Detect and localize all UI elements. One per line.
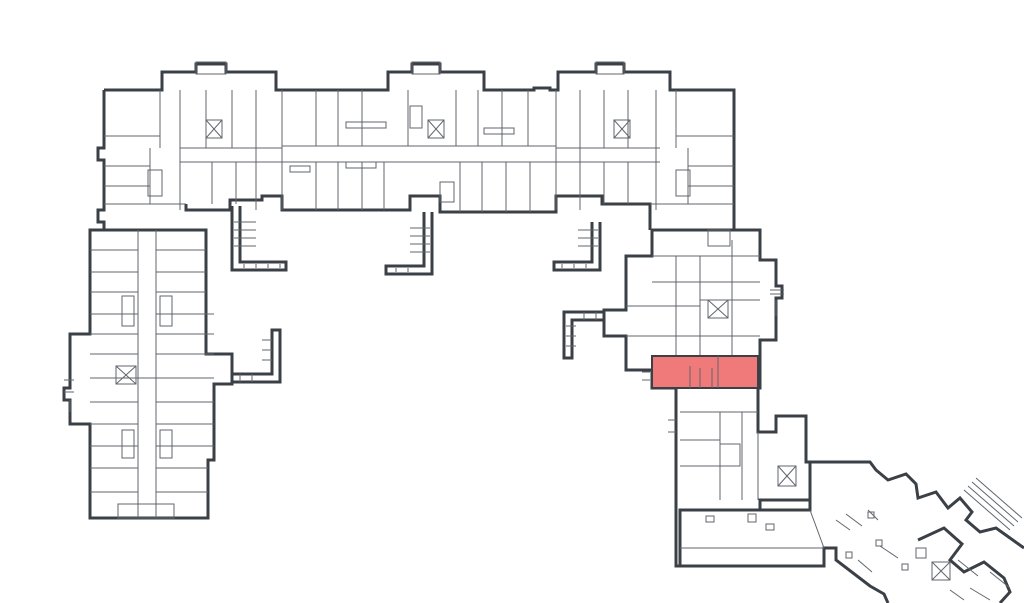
elevator-icon: [427, 119, 445, 139]
elevator-icon: [777, 465, 797, 487]
southeast-wing: [680, 460, 1024, 603]
north-wing: [96, 61, 736, 230]
west-wing: [62, 228, 234, 520]
east-stair-ramp: [562, 310, 604, 360]
selected-apartment[interactable]: [651, 355, 759, 389]
elevator-icon: [613, 119, 631, 139]
west-stair-ramp: [232, 328, 282, 384]
elevator-icon: [205, 119, 223, 139]
elevator-icon: [931, 561, 951, 581]
north-stair-ramps: [230, 206, 602, 276]
elevator-icon: [115, 365, 137, 385]
elevator-icon: [707, 299, 729, 319]
